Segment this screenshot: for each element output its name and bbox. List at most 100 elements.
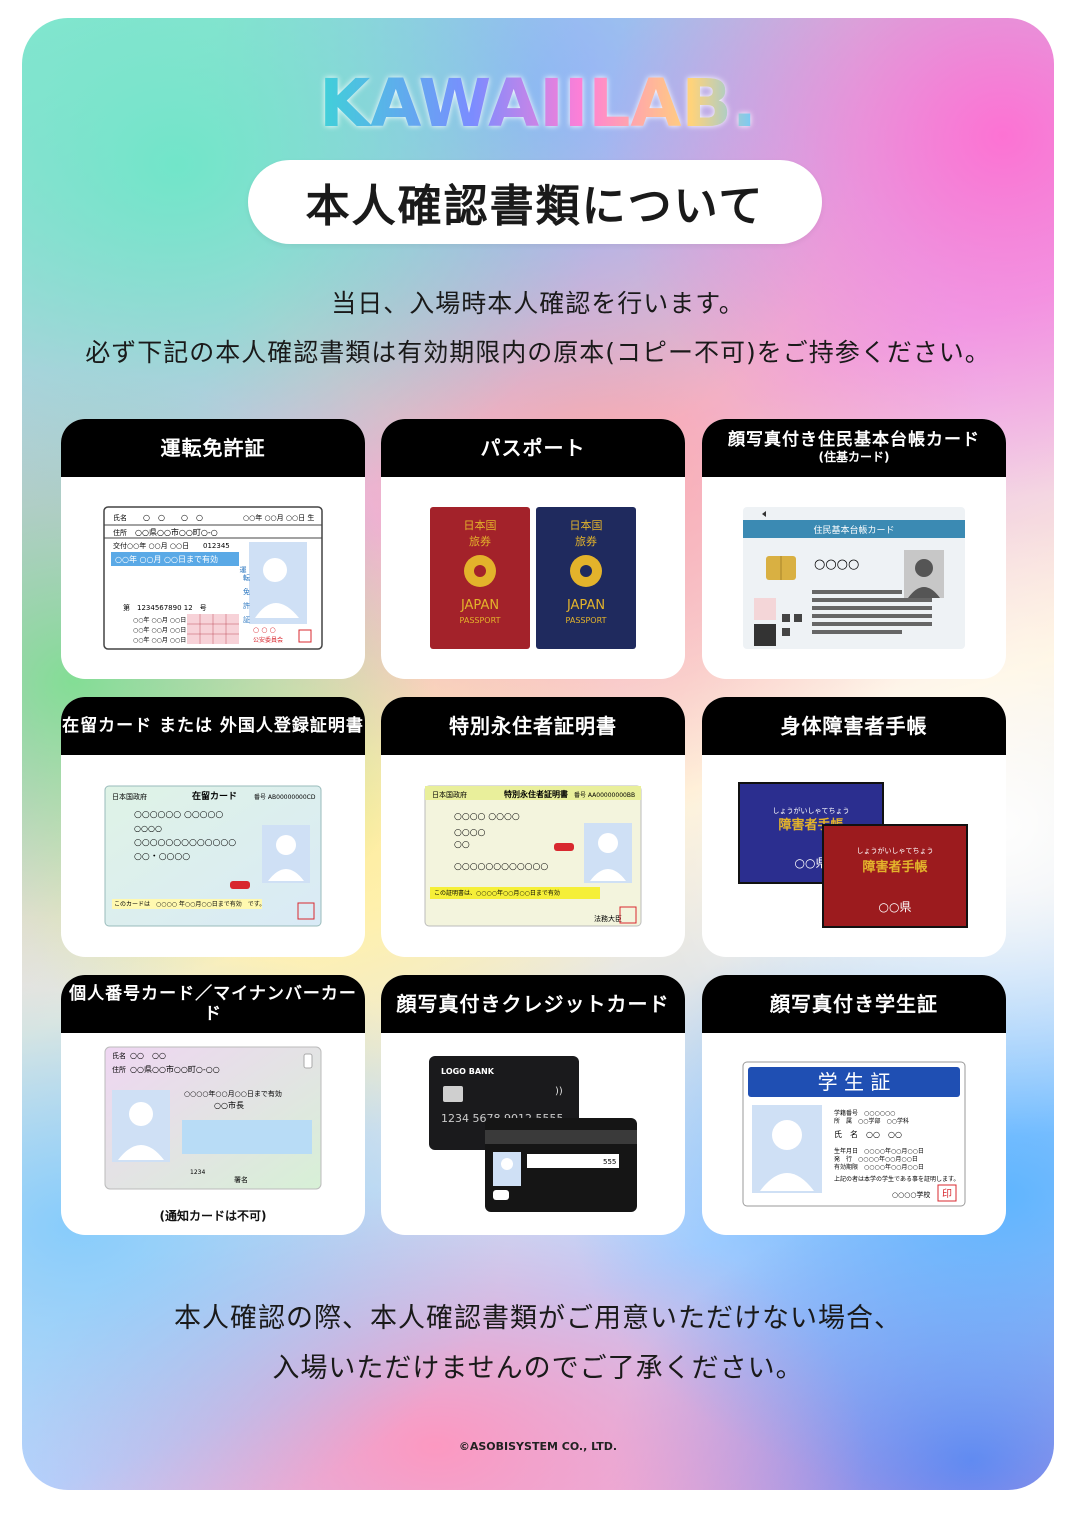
svg-text:)): )) <box>555 1086 563 1097</box>
svg-text:JAPAN: JAPAN <box>566 598 605 613</box>
svg-text:第 1234567890 12 号: 第 1234567890 12 号 <box>123 603 207 612</box>
svg-text:氏名: 氏名 <box>113 513 127 522</box>
card-title: 顔写真付きクレジットカード <box>396 992 670 1016</box>
svg-text:旅券: 旅券 <box>575 534 597 548</box>
svg-text:○○○○ ○○○○: ○○○○ ○○○○ <box>454 812 520 822</box>
svg-text:○○県: ○○県 <box>795 856 828 870</box>
svg-text:免: 免 <box>243 587 250 596</box>
svg-text:上記の者は本学の学生である事を証明します。: 上記の者は本学の学生である事を証明します。 <box>834 1175 959 1183</box>
card-header: 運転免許証 <box>61 419 365 477</box>
svg-text:○○○○: ○○○○ <box>814 557 859 572</box>
card-mynumber: 個人番号カード／マイナンバーカード 氏名 ○○ ○○ 住所 ○○県○○市○○町○… <box>61 975 365 1235</box>
svg-text:1234: 1234 <box>190 1169 205 1176</box>
svg-text:KAWAIILAB.: KAWAIILAB. <box>319 65 757 142</box>
card-header: 個人番号カード／マイナンバーカード <box>61 975 365 1033</box>
svg-text:○○○○年○○月○○日まで有効: ○○○○年○○月○○日まで有効 <box>184 1089 282 1098</box>
card-juki: 顔写真付き住民基本台帳カード (住基カード) 住民基本台帳カード ○○○○ <box>702 419 1006 679</box>
card-special-permanent: 特別永住者証明書 日本国政府 特別永住者証明書 番号 AA00000000BB … <box>381 697 685 957</box>
card-title: 個人番号カード／マイナンバーカード <box>69 983 357 1024</box>
svg-text:番号 AB00000000CD: 番号 AB00000000CD <box>254 794 316 801</box>
card-title: 身体障害者手帳 <box>780 714 928 738</box>
svg-text:有効期限 ○○○○年○○月○○日: 有効期限 ○○○○年○○月○○日 <box>834 1163 924 1171</box>
svg-text:○ ○ ○ ○: ○ ○ ○ ○ <box>143 513 203 522</box>
card-header: 身体障害者手帳 <box>702 697 1006 755</box>
svg-text:○○○○: ○○○○ <box>134 824 162 833</box>
card-residence: 在留カード または 外国人登録証明書 日本国政府 在留カード 番号 AB0000… <box>61 697 365 957</box>
svg-text:しょうがいしゃてちょう: しょうがいしゃてちょう <box>773 806 850 815</box>
outro-line-2: 入場いただけませんのでご了承ください。 <box>272 1353 804 1384</box>
svg-text:○○・○○○○: ○○・○○○○ <box>134 852 190 862</box>
svg-text:KAWAIILAB.: KAWAIILAB. <box>319 65 757 142</box>
card-drivers-license: 運転免許証 氏名 ○ ○ ○ ○ ○○年 ○○月 ○○日 生 住所 ○○県○○市… <box>61 419 365 679</box>
svg-text:生年月日 ○○○○年○○月○○日: 生年月日 ○○○○年○○月○○日 <box>834 1147 924 1155</box>
svg-text:○ ○ ○: ○ ○ ○ <box>253 626 276 634</box>
svg-text:○○年 ○○月 ○○日 生: ○○年 ○○月 ○○日 生 <box>243 513 314 522</box>
svg-text:日本国: 日本国 <box>570 518 603 532</box>
svg-text:○○○○○○ ○○○○○: ○○○○○○ ○○○○○ <box>134 810 223 820</box>
svg-text:○○県○○市○○町○-○: ○○県○○市○○町○-○ <box>135 527 218 537</box>
svg-text:番号 AA00000000BB: 番号 AA00000000BB <box>574 792 635 799</box>
svg-text:○○市長: ○○市長 <box>214 1100 244 1110</box>
card-title: パスポート <box>480 436 586 460</box>
card-title: 運転免許証 <box>160 436 266 460</box>
svg-text:○○年 ○○月 ○○日: ○○年 ○○月 ○○日 <box>133 636 186 644</box>
svg-text:印: 印 <box>942 1188 952 1200</box>
residence-card-image: 日本国政府 在留カード 番号 AB00000000CD ○○○○○○ ○○○○○… <box>104 785 322 927</box>
juki-card-image: 住民基本台帳カード ○○○○ <box>743 507 965 649</box>
card-title: 特別永住者証明書 <box>449 714 617 738</box>
svg-text:法務大臣: 法務大臣 <box>594 914 622 923</box>
svg-text:この証明書は、○○○○年○○月○○日まで有効: この証明書は、○○○○年○○月○○日まで有効 <box>434 889 560 897</box>
svg-text:特別永住者証明書: 特別永住者証明書 <box>504 789 568 799</box>
svg-text:公安委員会: 公安委員会 <box>253 636 283 644</box>
svg-text:運: 運 <box>239 565 247 574</box>
svg-text:JAPAN: JAPAN <box>460 598 499 613</box>
svg-text:障害者手帳: 障害者手帳 <box>862 859 927 875</box>
svg-text:○○県○○市○○町○-○○: ○○県○○市○○町○-○○ <box>130 1064 220 1074</box>
svg-text:交付: 交付 <box>113 541 127 550</box>
card-header: 在留カード または 外国人登録証明書 <box>61 697 365 755</box>
card-header: 顔写真付きクレジットカード <box>381 975 685 1033</box>
svg-text:○○○○学校: ○○○○学校 <box>892 1190 930 1199</box>
svg-text:日本国: 日本国 <box>464 518 497 532</box>
passport-image: 日本国 旅券 JAPAN PASSPORT 日本国 旅券 JAPAN PASSP… <box>430 507 636 649</box>
card-header: 顔写真付き学生証 <box>702 975 1006 1033</box>
svg-text:住所: 住所 <box>112 1065 126 1074</box>
svg-text:○○○○○○○○○○○○○: ○○○○○○○○○○○○○ <box>134 838 236 848</box>
kawaiilab-logo: KAWAIILAB. KAWAIILAB. <box>0 65 1076 142</box>
svg-text:氏名: 氏名 <box>112 1051 126 1060</box>
svg-text:在留カード: 在留カード <box>192 790 237 802</box>
card-caption: (通知カードは不可) <box>159 1209 267 1223</box>
svg-text:PASSPORT: PASSPORT <box>566 616 607 625</box>
card-title: 顔写真付き学生証 <box>770 992 938 1016</box>
page-title-pill: 本人確認書類について <box>248 160 822 244</box>
intro-line-1: 当日、入場時本人確認を行います。 <box>331 289 745 318</box>
student-id-image: 学 生 証 学籍番号 ○○○○○○ 所 属 ○○学部 ○○学科 氏 名 ○○ ○… <box>742 1061 966 1207</box>
svg-text:○○○○: ○○○○ <box>454 828 486 838</box>
svg-text:555: 555 <box>603 1158 616 1166</box>
svg-text:住所: 住所 <box>113 528 127 537</box>
card-title: 在留カード または 外国人登録証明書 <box>62 715 364 736</box>
svg-text:転: 転 <box>243 574 250 582</box>
svg-text:012345: 012345 <box>203 542 230 550</box>
svg-text:LOGO BANK: LOGO BANK <box>441 1067 495 1076</box>
svg-text:このカードは ○○○○ 年○○月○○日まで有効 です。: このカードは ○○○○ 年○○月○○日まで有効 です。 <box>114 900 265 908</box>
card-subtitle: (住基カード) <box>818 450 890 465</box>
svg-text:PASSPORT: PASSPORT <box>460 616 501 625</box>
svg-text:許: 許 <box>243 601 250 610</box>
svg-text:○○年 ○○月 ○○日: ○○年 ○○月 ○○日 <box>127 541 189 550</box>
svg-text:○○: ○○ <box>454 840 470 850</box>
svg-text:学 生 証: 学 生 証 <box>818 1070 891 1094</box>
page-title: 本人確認書類について <box>305 181 765 232</box>
card-header: 顔写真付き住民基本台帳カード (住基カード) <box>702 419 1006 477</box>
svg-text:○○年 ○○月 ○○日まで有効: ○○年 ○○月 ○○日まで有効 <box>115 554 218 564</box>
card-disability: 身体障害者手帳 しょうがいしゃてちょう 障害者手帳 ○○県 しょうがいしゃてちょ… <box>702 697 1006 957</box>
svg-text:所 属 ○○学部 ○○学科: 所 属 ○○学部 ○○学科 <box>834 1117 909 1125</box>
card-student-id: 顔写真付き学生証 学 生 証 学籍番号 ○○○○○○ 所 属 ○○学部 ○○学科… <box>702 975 1006 1235</box>
svg-text:日本国政府: 日本国政府 <box>432 790 467 799</box>
card-credit: 顔写真付きクレジットカード LOGO BANK )) 1234 5678 901… <box>381 975 685 1235</box>
mynumber-card-image: 氏名 ○○ ○○ 住所 ○○県○○市○○町○-○○ ○○○○年○○月○○日まで有… <box>104 1046 322 1190</box>
svg-text:○○年 ○○月 ○○日: ○○年 ○○月 ○○日 <box>133 616 186 624</box>
svg-text:旅券: 旅券 <box>469 534 491 548</box>
card-header: パスポート <box>381 419 685 477</box>
